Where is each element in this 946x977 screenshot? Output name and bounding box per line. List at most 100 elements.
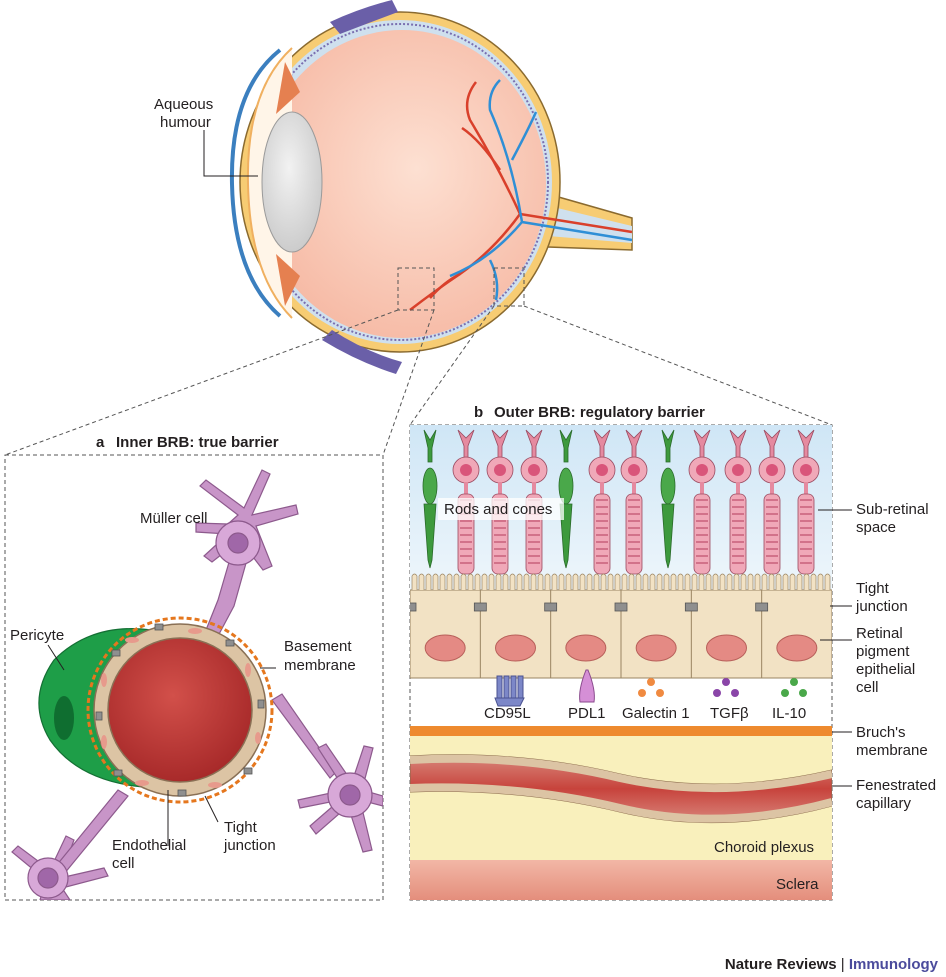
panel-b-letter: b [474, 404, 483, 421]
tight-junction-a-label-1: Tight [224, 819, 258, 836]
muller-cell-top [195, 469, 299, 637]
lens [261, 111, 323, 253]
rpe-microvillus [775, 573, 782, 590]
tight-junction-icon [544, 602, 558, 612]
rpe-microvillus [439, 573, 446, 590]
zoom-box-inner [397, 267, 435, 311]
muller-cell-label: Müller cell [140, 510, 208, 527]
rpe-microvillus [425, 573, 432, 590]
aqueous-humour-leader [203, 130, 258, 177]
rpe-label-4: cell [856, 679, 879, 696]
rpe-microvillus [565, 573, 572, 590]
panel-a-leaders [47, 644, 276, 846]
rpe-microvillus [544, 573, 551, 590]
pdl1-molecule-icon [579, 669, 595, 703]
rpe-microvillus [453, 573, 460, 590]
rpe-microvillus [663, 573, 670, 590]
retinal-arteries [409, 81, 633, 311]
aqueous-humour-label-1: Aqueous [154, 96, 213, 113]
bruchs-membrane [410, 726, 832, 736]
rpe-cell [410, 590, 466, 678]
rpe-microvillus [628, 573, 635, 590]
rpe-microvillus [586, 573, 593, 590]
tight-junction-icon [473, 602, 487, 612]
rod-photoreceptor [792, 429, 820, 575]
panel-b: b Outer BRB: regulatory barrier Rods and… [409, 404, 936, 901]
rpe-microvillus [488, 573, 495, 590]
pericyte-label: Pericyte [10, 627, 64, 644]
rpe-cells [410, 573, 831, 678]
rpe-microvillus [677, 573, 684, 590]
rpe-microvillus [495, 573, 502, 590]
molecule-cd95l-label: CD95L [484, 705, 531, 722]
rpe-microvillus [670, 573, 677, 590]
rpe-microvillus [530, 573, 537, 590]
rpe-microvillus [810, 573, 817, 590]
journal-credit: Nature Reviews | Immunology [725, 956, 938, 973]
panel-a-letter: a [96, 434, 105, 451]
tight-junction-icon [755, 602, 769, 612]
rod-photoreceptor [688, 429, 716, 575]
basement-membrane-label-2: membrane [284, 657, 356, 674]
sub-retinal-label-2: space [856, 519, 896, 536]
rpe-cell [544, 590, 607, 678]
rpe-microvillus [740, 573, 747, 590]
rpe-microvillus [621, 573, 628, 590]
rpe-microvillus [754, 573, 761, 590]
rpe-microvillus [705, 573, 712, 590]
rpe-microvillus [698, 573, 705, 590]
rpe-microvillus [600, 573, 607, 590]
tight-junction-b-label-2: junction [855, 598, 908, 615]
tgfb-molecule-icon [713, 678, 739, 697]
rpe-microvillus [572, 573, 579, 590]
rpe-microvillus [803, 573, 810, 590]
choroid-plexus-label: Choroid plexus [714, 839, 814, 856]
capillary-wall-top [410, 754, 832, 793]
rpe-microvillus [642, 573, 649, 590]
rpe-microvillus [768, 573, 775, 590]
molecule-pdl1-label: PDL1 [568, 705, 606, 722]
rpe-microvillus [551, 573, 558, 590]
endothelial-nuclei [101, 628, 261, 788]
rpe-microvillus [824, 573, 831, 590]
capillary-lumen [107, 637, 253, 783]
journal-section: Immunology [848, 956, 938, 973]
cone-photoreceptor [660, 429, 676, 569]
rpe-microvillus [712, 573, 719, 590]
rpe-label-2: pigment [856, 643, 910, 660]
endothelial-cell-label-1: Endothelial [112, 837, 186, 854]
rpe-microvillus [579, 573, 586, 590]
tight-junction-a-label-2: junction [223, 837, 276, 854]
rods-and-cones-label: Rods and cones [444, 501, 552, 518]
extraocular-muscle-top [330, 0, 398, 34]
rpe-cell [684, 590, 747, 678]
cornea [229, 48, 282, 318]
rpe-microvillus [782, 573, 789, 590]
fenestrated-label-2: capillary [856, 795, 912, 812]
rpe-microvillus [460, 573, 467, 590]
rpe-cell [614, 590, 677, 678]
pericyte-nucleus [54, 696, 74, 740]
rpe-microvillus [761, 573, 768, 590]
endothelial-cell-label-2: cell [112, 855, 135, 872]
sclera-label: Sclera [776, 876, 819, 893]
capillary-wall-bottom [410, 783, 832, 823]
basement-membrane-label-1: Basement [284, 638, 352, 655]
rod-photoreceptor [588, 429, 616, 575]
rpe-microvillus [509, 573, 516, 590]
rpe-microvillus [691, 573, 698, 590]
extraocular-muscle-bottom [322, 330, 402, 374]
rpe-microvillus [432, 573, 439, 590]
rpe-microvillus [516, 573, 523, 590]
rpe-microvillus [656, 573, 663, 590]
sub-retinal-label-1: Sub-retinal [856, 501, 929, 518]
rpe-microvillus [502, 573, 509, 590]
ciliary-body-top [276, 62, 300, 114]
aqueous-humour-label-2: humour [160, 114, 211, 131]
rpe-microvillus [817, 573, 824, 590]
tight-junction-icon [684, 602, 698, 612]
rpe-cell [473, 590, 536, 678]
zoom-box-outer [493, 267, 525, 307]
retinal-veins [449, 79, 633, 301]
rod-photoreceptor [724, 429, 752, 575]
